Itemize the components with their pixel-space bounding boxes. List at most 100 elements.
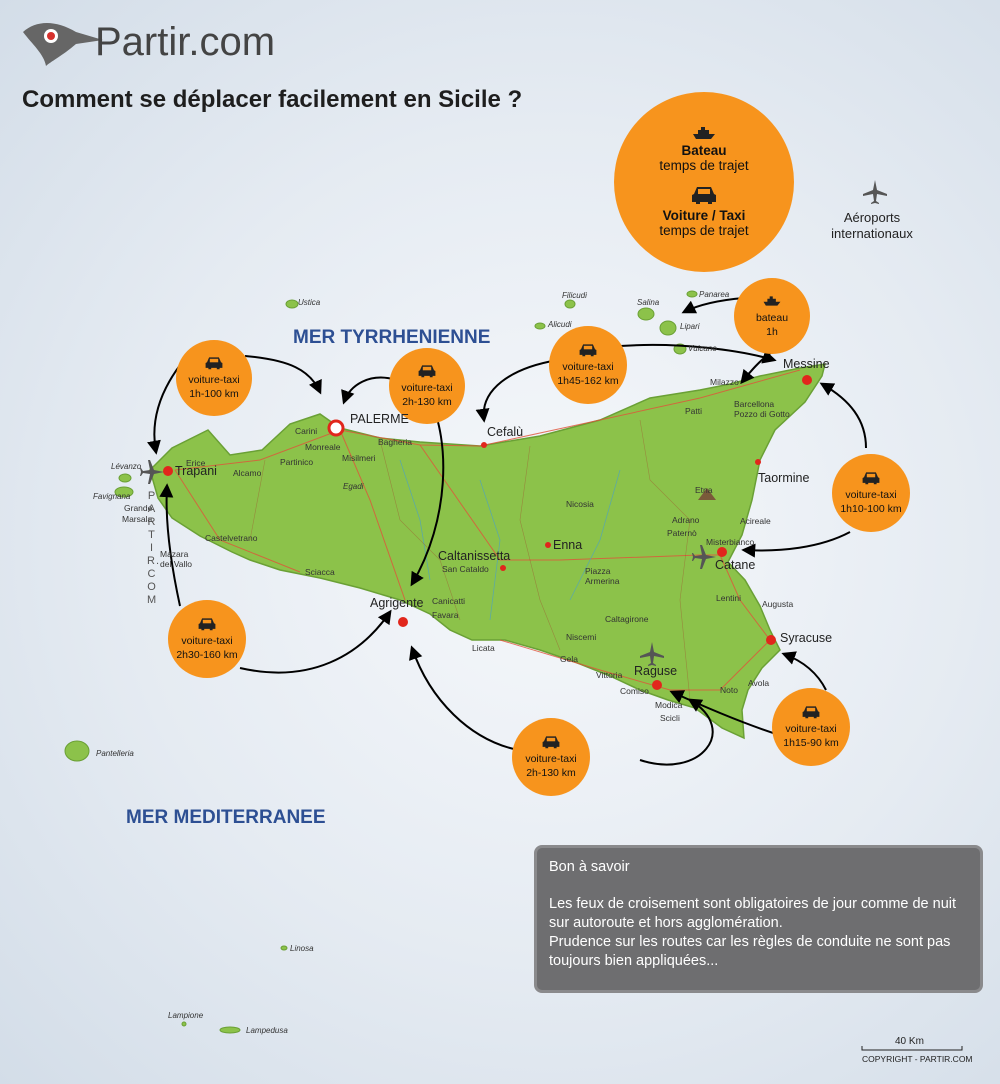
town-marsala: Marsala: [122, 514, 153, 524]
town-patti: Patti: [685, 406, 703, 416]
route-mode: voiture-taxi: [181, 634, 233, 647]
town-barcellona: Barcellona Pozzo di Gotto: [734, 399, 790, 419]
town-san-cataldo: San Cataldo: [442, 564, 489, 574]
island-linosa: Linosa: [290, 944, 314, 953]
legend-airport-label: Aéroports internationaux: [812, 210, 932, 242]
island-filicudi: Filicudi: [562, 291, 587, 300]
car-icon: [418, 364, 436, 377]
town-alcamo: Alcamo: [233, 468, 262, 478]
city-syracuse: Syracuse: [780, 631, 833, 645]
island-lipari: Lipari: [680, 322, 700, 331]
town-vittoria: Vittoria: [596, 670, 623, 680]
town-niscemi: Niscemi: [566, 632, 597, 642]
city-palerme: PALERME: [350, 412, 409, 426]
road-network: [174, 369, 801, 691]
info-box: Bon à savoir Les feux de croisement sont…: [534, 845, 983, 993]
city-messine: Messine: [783, 357, 830, 371]
info-title: Bon à savoir: [549, 859, 630, 875]
island-favignana: Favignana: [93, 492, 131, 501]
island-alicudi: Alicudi: [548, 320, 572, 329]
route-time: 2h-130 km: [402, 395, 452, 408]
island-lampione: Lampione: [168, 1011, 204, 1020]
town-bagheria: Bagheria: [378, 437, 413, 447]
town-piazza-armerina: Piazza Armerina: [585, 566, 620, 586]
route-mode: voiture-taxi: [785, 722, 837, 735]
islands: [64, 290, 698, 1034]
car-icon: [205, 356, 223, 369]
route-time: 1h10-100 km: [840, 502, 902, 515]
town-acireale: Acireale: [740, 516, 771, 526]
island-levanzo: Lévanzo: [111, 462, 142, 471]
scale-bar: [861, 1046, 963, 1051]
town-mazara: Mazara del Vallo: [160, 549, 192, 569]
island-salina: Salina: [637, 298, 660, 307]
town-egadi: Egadi: [343, 482, 364, 491]
route-time: 1h15-90 km: [783, 736, 839, 749]
island-ustica: Ustica: [298, 298, 321, 307]
island-panarea: Panarea: [699, 290, 730, 299]
boat-icon: [763, 295, 781, 306]
plane-icon: [692, 545, 716, 569]
town-erice: Erice: [186, 458, 206, 468]
island-vulcano: Vulcano: [688, 344, 717, 353]
town-favara: Favara: [432, 610, 459, 620]
page-title: Comment se déplacer facilement en Sicile…: [22, 86, 523, 113]
route-time: 1h-100 km: [189, 387, 239, 400]
legend-boat-title: Bateau: [681, 143, 727, 158]
scale-label: 40 Km: [895, 1036, 924, 1047]
town-lentini: Lentini: [716, 593, 742, 603]
island-lampedusa: Lampedusa: [246, 1026, 288, 1035]
town-augusta: Augusta: [762, 599, 794, 609]
plane-icon: [640, 642, 664, 666]
island-pantelleria: Pantelleria: [96, 749, 134, 758]
legend-airport-line2: internationaux: [831, 226, 913, 241]
town-misilmeri: Misilmeri: [342, 453, 376, 463]
route-time: 1h45-162 km: [557, 374, 619, 387]
town-gela: Gela: [560, 654, 578, 664]
route-mode: voiture-taxi: [525, 752, 577, 765]
town-castelvetrano: Castelvetrano: [205, 533, 258, 543]
town-misterbianco: Misterbianco: [706, 537, 755, 547]
car-icon: [542, 735, 560, 748]
city-taormine: Taormine: [758, 471, 810, 485]
route-mode: bateau: [755, 311, 789, 324]
town-caltagirone: Caltagirone: [605, 614, 649, 624]
route-time: 2h-130 km: [526, 766, 576, 779]
legend-car-sub: temps de trajet: [659, 223, 749, 238]
town-nicosia: Nicosia: [566, 499, 594, 509]
legend-boat-sub: temps de trajet: [659, 158, 749, 173]
car-icon: [862, 471, 880, 484]
town-licata: Licata: [472, 643, 495, 653]
city-cefalu: Cefalù: [487, 425, 524, 439]
town-scicli: Scicli: [660, 713, 680, 723]
city-catane: Catane: [715, 558, 756, 572]
town-paterno: Paternò: [667, 528, 697, 538]
route-mode: voiture-taxi: [562, 360, 614, 373]
city-agrigente: Agrigente: [370, 596, 424, 610]
town-noto: Noto: [720, 685, 738, 695]
sea-label-mediterranean: MER MEDITERRANEE: [126, 807, 326, 828]
town-adrano: Adrano: [672, 515, 700, 525]
legend-circle: Bateau temps de trajet Voiture / Taxi te…: [614, 92, 794, 272]
city-raguse: Raguse: [634, 664, 678, 678]
logo-pin-icon: [23, 23, 103, 66]
boat-icon: [693, 127, 715, 139]
city-dots: [163, 375, 812, 690]
watermark: PARTIR.COM: [147, 490, 160, 606]
city-enna: Enna: [553, 538, 583, 552]
sea-label-tyrrhenian: MER TYRRHENIENNE: [293, 327, 491, 348]
plane-icon: [140, 460, 164, 484]
route-mode: voiture-taxi: [401, 381, 453, 394]
town-modica: Modica: [655, 700, 683, 710]
partir-logo[interactable]: [18, 18, 278, 68]
province-borders: [249, 419, 691, 701]
